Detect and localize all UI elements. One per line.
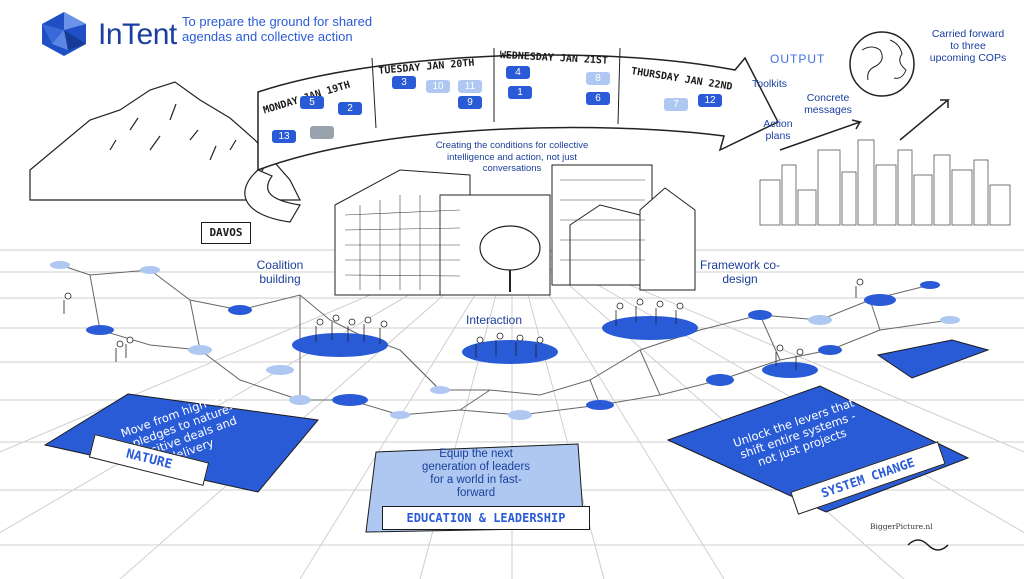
session-chip: 8 (586, 72, 610, 85)
davos-sign: DAVOS (201, 222, 251, 244)
people-group-right (775, 278, 864, 370)
session-chip: 10 (426, 80, 450, 93)
session-chip: 12 (698, 94, 722, 107)
tagline: To prepare the ground for shared agendas… (182, 14, 373, 44)
cops-note: Carried forward to three upcoming COPs (929, 28, 1007, 64)
center-note: Creating the conditions for collective i… (435, 140, 589, 174)
session-chip: 2 (338, 102, 362, 115)
session-chip: 11 (458, 80, 482, 93)
faceted-globe-icon (42, 12, 86, 56)
people-group-interaction (475, 332, 544, 358)
globe-illustration (849, 31, 915, 97)
output-item-action-plans: Action plans (763, 118, 793, 142)
interaction-label: Interaction (466, 313, 523, 327)
framework-label: Framework co-design (700, 258, 781, 286)
people-group-left (63, 292, 134, 362)
brand-name: InTent (98, 18, 177, 51)
timeline-arrow-band (244, 47, 780, 223)
session-chip: 1 (508, 86, 532, 99)
session-chip: 6 (586, 92, 610, 105)
session-chip: 5 (300, 96, 324, 109)
growth-arrows (779, 99, 951, 151)
coalition-label: Coalition building (256, 258, 304, 286)
people-groups (63, 278, 864, 370)
output-item-toolkits: Toolkits (752, 78, 788, 90)
education-banner: EDUCATION & LEADERSHIP (382, 506, 590, 530)
session-chip: 13 (272, 130, 296, 143)
people-group-coalition (315, 314, 388, 344)
session-chip (310, 126, 334, 139)
document-stack-illustration (876, 339, 990, 379)
people-group-framework (615, 298, 684, 326)
session-chip: 9 (458, 96, 482, 109)
education-mat-text: Equip the next generation of leaders for… (421, 448, 531, 499)
session-chip: 3 (392, 76, 416, 89)
tree-illustration (479, 225, 541, 292)
session-chip: 7 (664, 98, 688, 111)
studio-credit: BiggerPicture.nl (870, 522, 933, 531)
output-heading: OUTPUT (770, 52, 826, 66)
signature-mark-icon (907, 539, 949, 551)
city-skyline-illustration (759, 139, 1011, 226)
session-chip: 4 (506, 66, 530, 79)
output-item-messages: Concrete messages (804, 92, 852, 116)
